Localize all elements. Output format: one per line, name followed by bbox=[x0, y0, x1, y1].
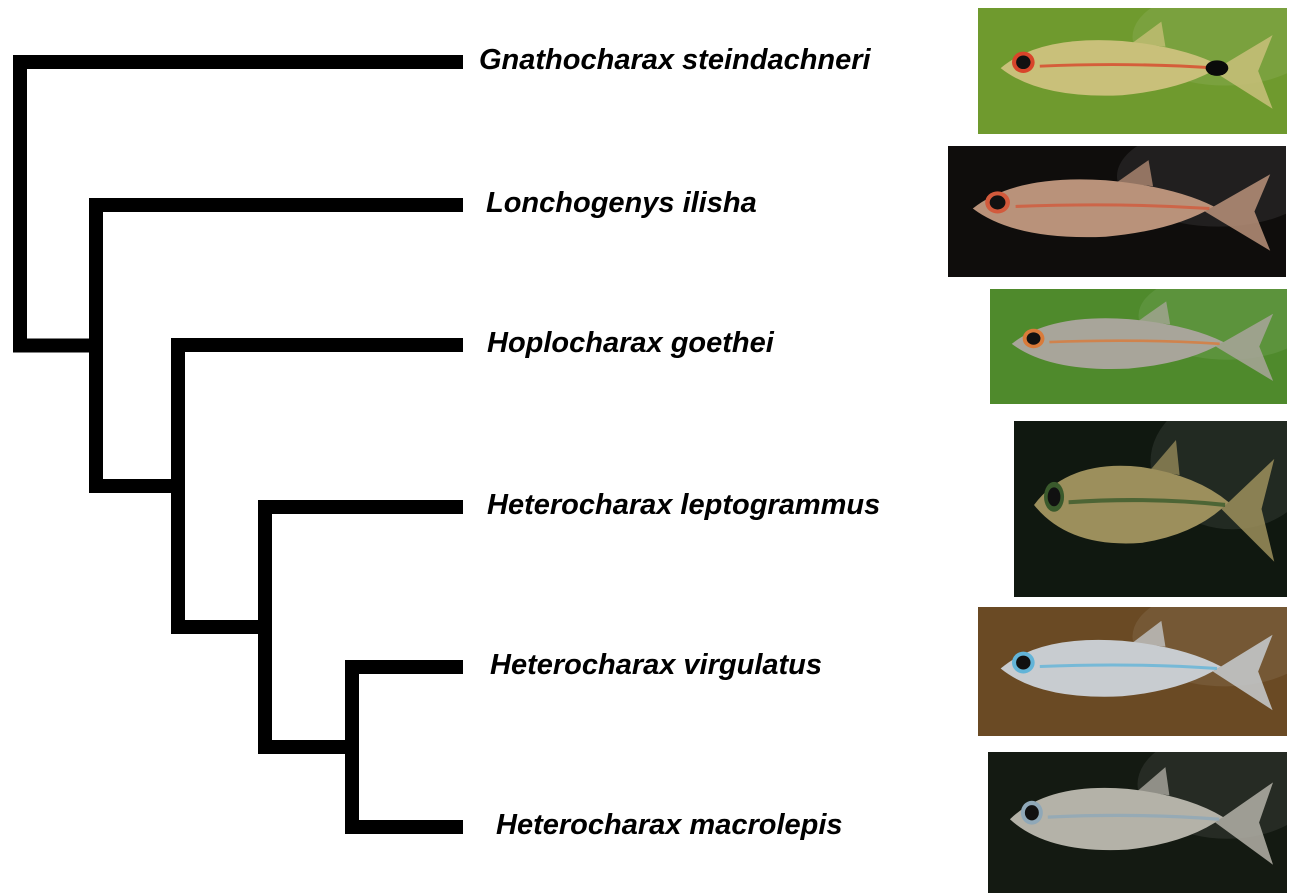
taxon-label: Heterocharax macrolepis bbox=[496, 811, 843, 840]
fish-photo-icon bbox=[990, 289, 1287, 404]
taxon-label: Hoplocharax goethei bbox=[487, 329, 774, 358]
fish-photo-icon bbox=[978, 607, 1287, 736]
taxon-label: Lonchogenys ilisha bbox=[486, 189, 757, 218]
taxon-label: Heterocharax leptogrammus bbox=[487, 491, 880, 520]
fish-photo-icon bbox=[948, 146, 1286, 277]
fish-photo-icon bbox=[1014, 421, 1287, 597]
taxon-label: Gnathocharax steindachneri bbox=[479, 46, 871, 75]
fish-photo-icon bbox=[978, 8, 1287, 134]
taxon-label: Heterocharax virgulatus bbox=[490, 651, 822, 680]
fish-photo-icon bbox=[988, 752, 1287, 893]
